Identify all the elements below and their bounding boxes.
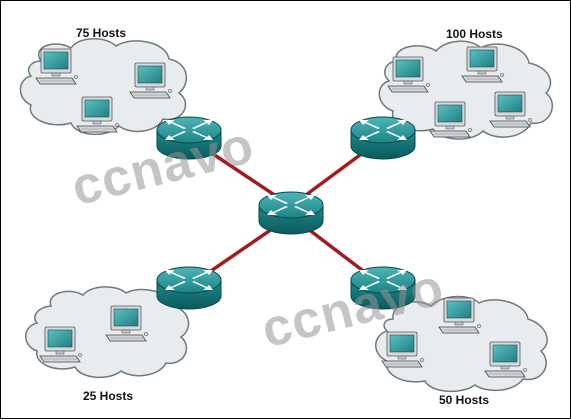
router-bottom-left[interactable] — [156, 266, 222, 310]
router-center[interactable] — [258, 191, 324, 235]
cloud-25-hosts — [25, 286, 190, 379]
router-top-right[interactable] — [350, 116, 416, 160]
label-50-hosts: 50 Hosts — [439, 393, 490, 407]
cloud-shape — [25, 286, 190, 379]
cloud-50-hosts — [375, 295, 548, 393]
label-75-hosts: 75 Hosts — [76, 26, 127, 40]
cloud-100-hosts — [378, 40, 553, 140]
cloud-75-hosts — [19, 38, 188, 135]
label-25-hosts: 25 Hosts — [83, 389, 134, 403]
label-100-hosts: 100 Hosts — [446, 27, 503, 41]
